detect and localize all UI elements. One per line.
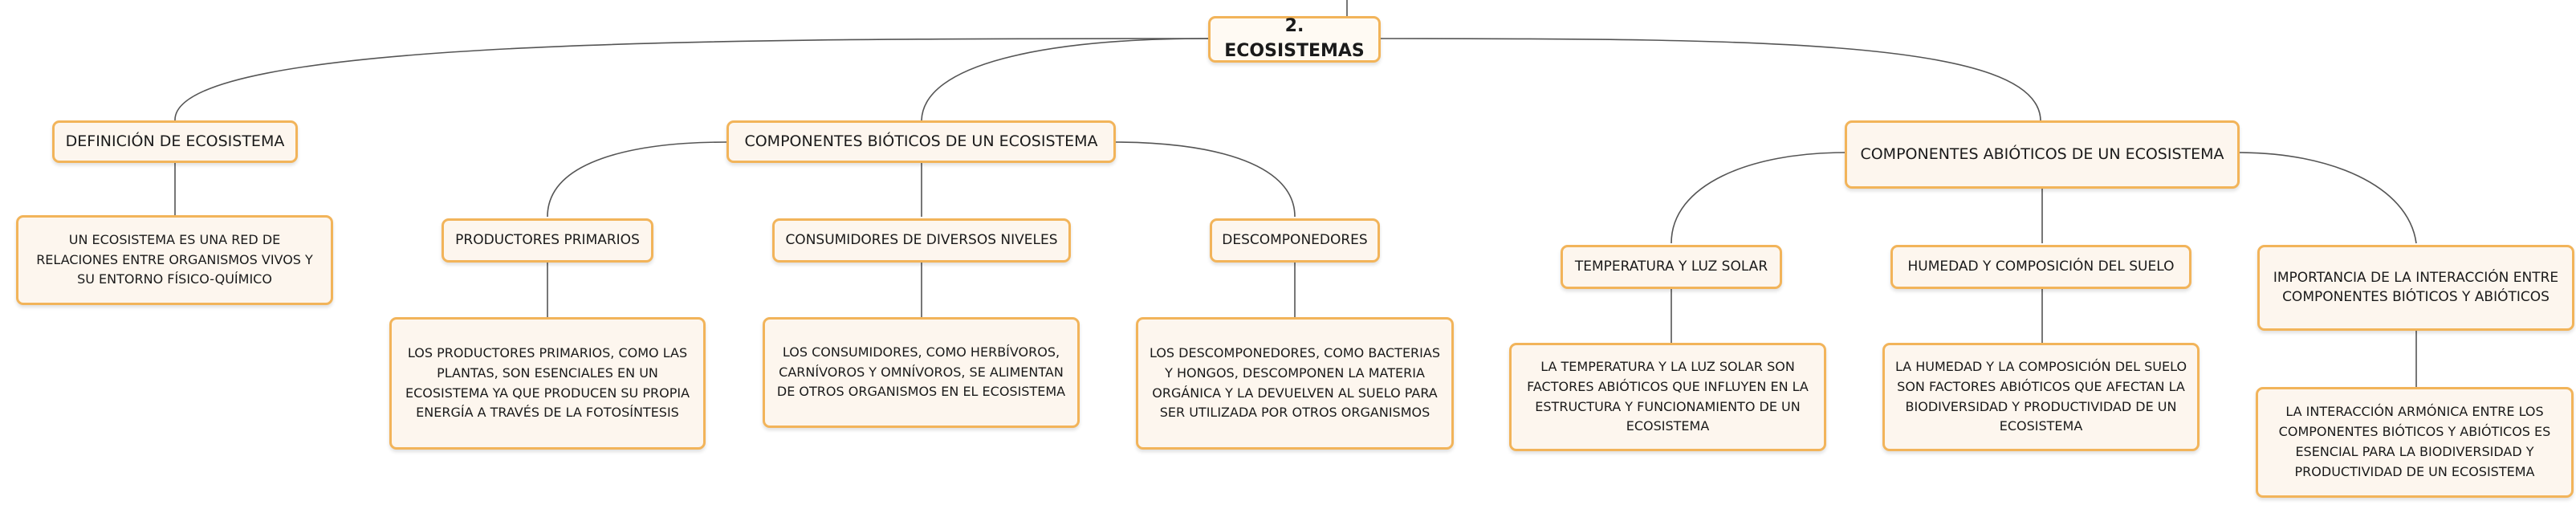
- node-productores-primarios[interactable]: PRODUCTORES PRIMARIOS: [442, 218, 653, 263]
- node-temperatura-detail[interactable]: LA TEMPERATURA Y LA LUZ SOLAR SON FACTOR…: [1509, 343, 1826, 451]
- root-node[interactable]: 2. ECOSISTEMAS: [1208, 16, 1381, 63]
- node-componentes-abioticos[interactable]: COMPONENTES ABIÓTICOS DE UN ECOSISTEMA: [1845, 120, 2240, 189]
- node-importancia-interaccion[interactable]: IMPORTANCIA DE LA INTERACCIÓN ENTRE COMP…: [2257, 245, 2574, 331]
- node-importancia-detail[interactable]: LA INTERACCIÓN ARMÓNICA ENTRE LOS COMPON…: [2256, 387, 2574, 498]
- node-productores-detail[interactable]: LOS PRODUCTORES PRIMARIOS, COMO LAS PLAN…: [389, 317, 706, 450]
- connector-abioticos-importancia: [2239, 152, 2417, 244]
- node-definicion-detail[interactable]: UN ECOSISTEMA ES UNA RED DE RELACIONES E…: [16, 215, 333, 305]
- connector-root-bioticos: [921, 38, 1209, 121]
- node-humedad-detail[interactable]: LA HUMEDAD Y LA COMPOSICIÓN DEL SUELO SO…: [1882, 343, 2200, 451]
- node-descomponedores[interactable]: DESCOMPONEDORES: [1210, 218, 1380, 263]
- connector-bioticos-productores: [547, 141, 727, 218]
- node-consumidores-detail[interactable]: LOS CONSUMIDORES, COMO HERBÍVOROS, CARNÍ…: [763, 317, 1080, 428]
- connector-bioticos-descomponedores: [1115, 141, 1296, 218]
- connector-abioticos-temperatura: [1671, 152, 1846, 244]
- node-humedad-suelo[interactable]: HUMEDAD Y COMPOSICIÓN DEL SUELO: [1890, 245, 2191, 289]
- connector-root-definicion: [174, 38, 1209, 121]
- node-consumidores[interactable]: CONSUMIDORES DE DIVERSOS NIVELES: [772, 218, 1071, 263]
- connector-root-abioticos: [1380, 38, 2041, 121]
- node-descomponedores-detail[interactable]: LOS DESCOMPONEDORES, COMO BACTERIAS Y HO…: [1136, 317, 1454, 450]
- node-temperatura-luz[interactable]: TEMPERATURA Y LUZ SOLAR: [1561, 245, 1782, 289]
- node-componentes-bioticos[interactable]: COMPONENTES BIÓTICOS DE UN ECOSISTEMA: [726, 120, 1116, 163]
- node-definicion-ecosistema[interactable]: DEFINICIÓN DE ECOSISTEMA: [52, 120, 298, 163]
